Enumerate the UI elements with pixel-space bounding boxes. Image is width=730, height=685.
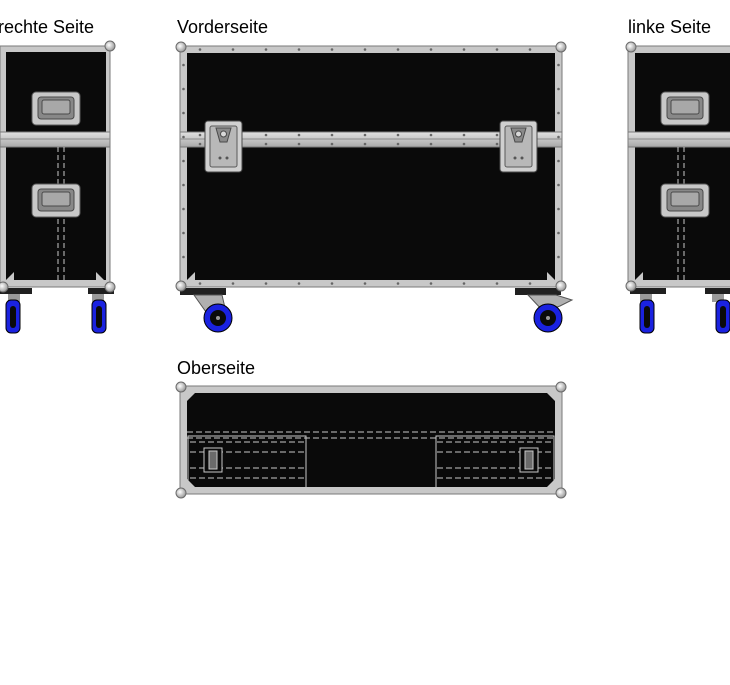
rivet <box>182 63 185 67</box>
right-side-view <box>0 40 116 334</box>
rivet <box>363 142 367 146</box>
rivet <box>198 142 202 146</box>
rivet <box>198 282 202 285</box>
rivet <box>182 87 185 91</box>
frame-rivets <box>182 48 560 285</box>
rivet <box>396 142 400 146</box>
rivet <box>330 133 334 137</box>
rivet <box>182 231 185 235</box>
rivet <box>297 48 301 51</box>
rivet <box>182 255 185 259</box>
rivet <box>495 142 499 146</box>
caster-right <box>88 288 114 334</box>
rivet <box>462 48 466 51</box>
rivet <box>429 133 433 137</box>
front-caster-right <box>515 288 574 333</box>
right-side-label: rechte Seite <box>0 17 95 37</box>
rivet <box>198 48 202 51</box>
rivet <box>264 133 268 137</box>
rivet <box>495 282 499 285</box>
rivet <box>182 207 185 211</box>
left-handle-upper <box>660 91 710 126</box>
rivet <box>264 282 268 285</box>
rivet <box>231 48 235 51</box>
rivet <box>429 142 433 146</box>
rivet <box>429 282 433 285</box>
rivet <box>557 207 560 211</box>
rivet <box>557 255 560 259</box>
latch-left <box>204 120 243 173</box>
rivet <box>495 48 499 51</box>
rivet <box>330 282 334 285</box>
rivet <box>557 111 560 115</box>
rivet <box>363 48 367 51</box>
handle-upper <box>31 91 81 126</box>
rivet <box>297 133 301 137</box>
rivet <box>330 142 334 146</box>
front-label: Vorderseite <box>177 17 269 37</box>
rivet <box>297 142 301 146</box>
rivet <box>528 48 532 51</box>
rivet <box>557 183 560 187</box>
left-caster-a <box>630 288 666 334</box>
rivet <box>495 133 499 137</box>
left-caster-b <box>705 288 730 334</box>
left-side-label: linke Seite <box>628 17 712 37</box>
rivet <box>182 111 185 115</box>
top-view <box>175 381 567 499</box>
rivet <box>528 282 532 285</box>
rivet <box>557 135 560 139</box>
rivet <box>462 142 466 146</box>
left-handle-lower <box>660 183 710 218</box>
rivet <box>264 48 268 51</box>
top-handle-left <box>203 447 223 473</box>
rivet <box>330 48 334 51</box>
rivet <box>396 48 400 51</box>
latch-right <box>499 120 538 173</box>
rivet <box>198 133 202 137</box>
rivet <box>557 159 560 163</box>
left-side-view <box>625 41 730 334</box>
rivet <box>396 133 400 137</box>
handle-lower <box>31 183 81 218</box>
rivet <box>231 282 235 285</box>
rivet <box>429 48 433 51</box>
rivet <box>462 133 466 137</box>
rivet <box>396 282 400 285</box>
top-label: Oberseite <box>177 358 256 378</box>
caster-left <box>0 288 32 334</box>
rivet <box>557 63 560 67</box>
rivet <box>264 142 268 146</box>
top-handle-right <box>519 447 539 473</box>
rivet <box>297 282 301 285</box>
rivet <box>182 135 185 139</box>
rivet <box>557 231 560 235</box>
rivet <box>182 159 185 163</box>
rivet <box>462 282 466 285</box>
rivet <box>363 282 367 285</box>
front-view <box>175 41 574 333</box>
rivet <box>182 183 185 187</box>
front-caster-left <box>180 288 233 333</box>
rivet <box>363 133 367 137</box>
rivet <box>557 87 560 91</box>
